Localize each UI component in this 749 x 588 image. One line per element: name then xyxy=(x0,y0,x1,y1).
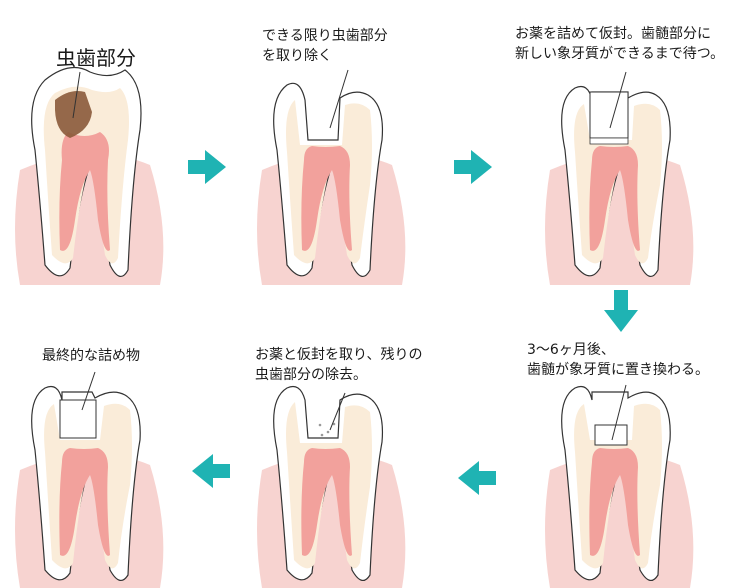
step-6-caption-line-1: 最終的な詰め物 xyxy=(42,348,140,364)
step-5-caption-line-2: 虫歯部分の除去。 xyxy=(255,367,367,383)
step-4-caption: 3〜6ヶ月後、 歯髄が象牙質に置き換わる。 xyxy=(527,340,709,380)
arrow-left-1-icon xyxy=(458,461,496,495)
step-5-caption-line-1: お薬と仮封を取り、残りの xyxy=(255,347,423,363)
arrow-right-2-icon xyxy=(454,150,492,184)
step-4-caption-line-1: 3〜6ヶ月後、 xyxy=(527,342,615,358)
arrow-down-icon xyxy=(604,290,638,332)
step-2-caption: できる限り虫歯部分 を取り除く xyxy=(262,26,388,66)
step-5-caption: お薬と仮封を取り、残りの 虫歯部分の除去。 xyxy=(255,345,422,385)
step-4-caption-line-2: 歯髄が象牙質に置き換わる。 xyxy=(527,362,709,378)
step-2-caption-line-1: できる限り虫歯部分 xyxy=(262,28,388,44)
step-3-caption: お薬を詰めて仮封。歯髄部分に 新しい象牙質ができるまで待つ。 xyxy=(515,24,724,64)
step-6-caption: 最終的な詰め物 xyxy=(42,346,140,366)
step-3-caption-line-2: 新しい象牙質ができるまで待つ。 xyxy=(515,46,725,62)
step-3-caption-line-1: お薬を詰めて仮封。歯髄部分に xyxy=(515,26,711,42)
arrow-left-2-icon xyxy=(192,454,230,488)
arrow-right-1-icon xyxy=(188,150,226,184)
step-1-caption: 虫歯部分 xyxy=(56,46,136,70)
step-1-caption-line-1: 虫歯部分 xyxy=(56,46,136,70)
step-2-caption-line-2: を取り除く xyxy=(262,48,332,64)
